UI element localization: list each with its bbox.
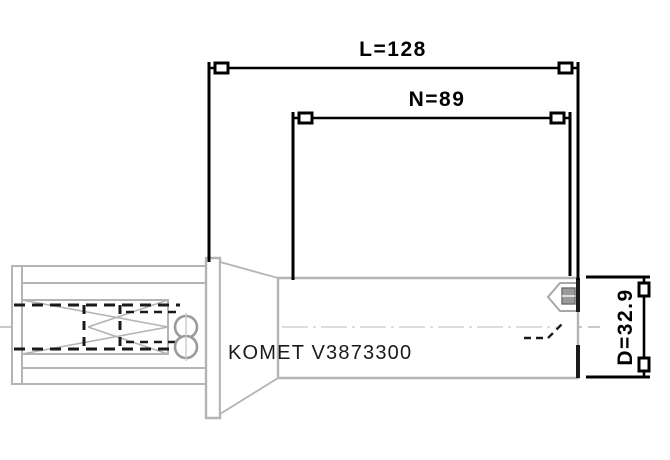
dim-terminator-left-N: [297, 111, 314, 125]
dimension-label-overall-length: L=128: [359, 38, 427, 61]
dim-terminator-bottom-D: [637, 356, 651, 373]
body-marking-text: KOMET V3873300: [228, 342, 412, 364]
dimension-label-cutting-diameter: D=32.9: [614, 288, 637, 365]
hidden-edge-insert-seat: [524, 323, 563, 340]
tapered-transition: [219, 260, 279, 416]
coolant-holes: [173, 313, 199, 361]
shank-cone-diag-b: [87, 326, 169, 355]
flange-plate: [204, 256, 222, 420]
dim-terminator-right-L: [557, 61, 574, 75]
dimension-cutting-diameter: D=32.9: [586, 275, 651, 379]
dimension-label-projection-length: N=89: [409, 88, 466, 111]
dimension-projection-length: N=89: [291, 88, 572, 280]
taper-outline: [219, 260, 279, 416]
hollow-taper-shank: [11, 265, 207, 385]
dimension-overall-length: L=128: [207, 38, 580, 280]
dim-terminator-top-D: [637, 281, 651, 298]
shank-cone-lower: [21, 326, 169, 355]
flange-outline: [204, 256, 222, 420]
shank-cone-diag-a: [87, 299, 169, 328]
shank-cone-upper: [21, 299, 169, 328]
dim-terminator-left-L: [213, 61, 230, 75]
dim-terminator-right-N: [549, 111, 566, 125]
cutting-insert: [546, 278, 580, 378]
